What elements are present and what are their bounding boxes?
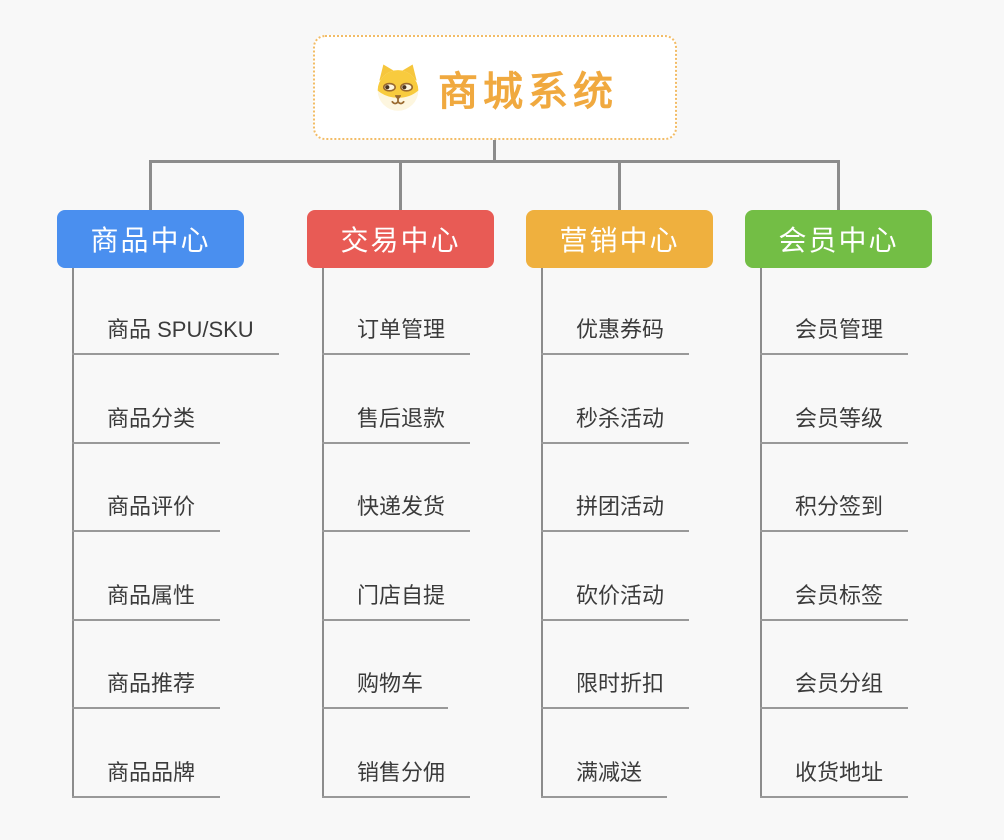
- subtopic-product-attribute[interactable]: 商品属性: [72, 578, 221, 621]
- branch-trade-center[interactable]: 交易中心: [307, 210, 494, 268]
- branch-label: 商品中心: [90, 225, 211, 256]
- branch-child-line-2: [322, 268, 324, 798]
- branch-child-line-4: [760, 268, 762, 798]
- branch-children-product: 商品 SPU/SKU 商品分类 商品评价 商品属性 商品推荐 商品品牌: [72, 266, 332, 798]
- branch-children-marketing: 优惠券码 秒杀活动 拼团活动 砍价活动 限时折扣 满减送: [541, 266, 801, 798]
- branch-children-trade: 订单管理 售后退款 快递发货 门店自提 购物车 销售分佣: [322, 266, 582, 798]
- connector-drop-2: [399, 160, 402, 210]
- subtopic-product-category[interactable]: 商品分类: [72, 401, 221, 444]
- root-topic[interactable]: 商城系统: [313, 35, 677, 140]
- subtopic-limited-time-discount[interactable]: 限时折扣: [541, 666, 690, 710]
- subtopic-full-reduction[interactable]: 满减送: [541, 755, 668, 798]
- subtopic-product-spu-sku[interactable]: 商品 SPU/SKU: [72, 312, 279, 355]
- branch-label: 交易中心: [340, 225, 461, 256]
- subtopic-member-tag[interactable]: 会员标签: [760, 578, 909, 621]
- subtopic-member-level[interactable]: 会员等级: [760, 401, 909, 444]
- subtopic-express-delivery[interactable]: 快递发货: [322, 489, 471, 533]
- subtopic-store-pickup[interactable]: 门店自提: [322, 578, 471, 621]
- subtopic-coupon-code[interactable]: 优惠券码: [541, 312, 690, 355]
- subtopic-product-brand[interactable]: 商品品牌: [72, 755, 221, 798]
- subtopic-sales-commission[interactable]: 销售分佣: [322, 755, 471, 798]
- subtopic-shopping-cart[interactable]: 购物车: [322, 666, 449, 710]
- branch-product-center[interactable]: 商品中心: [57, 210, 244, 268]
- connector-root-stub: [493, 140, 496, 162]
- branch-child-line-3: [541, 268, 543, 798]
- subtopic-group-buy[interactable]: 拼团活动: [541, 489, 690, 533]
- branch-member-center[interactable]: 会员中心: [745, 210, 932, 268]
- branch-children-member: 会员管理 会员等级 积分签到 会员标签 会员分组 收货地址: [760, 266, 1004, 798]
- connector-drop-3: [618, 160, 621, 210]
- root-topic-label: 商城系统: [438, 69, 618, 114]
- branch-label: 会员中心: [778, 225, 899, 256]
- branch-marketing-center[interactable]: 营销中心: [526, 210, 713, 268]
- connector-drop-4: [837, 160, 840, 210]
- connector-drop-1: [149, 160, 152, 210]
- connector-bus: [149, 160, 839, 163]
- subtopic-aftersale-refund[interactable]: 售后退款: [322, 401, 471, 444]
- subtopic-flash-sale[interactable]: 秒杀活动: [541, 401, 690, 444]
- subtopic-product-review[interactable]: 商品评价: [72, 489, 221, 533]
- subtopic-product-recommend[interactable]: 商品推荐: [72, 666, 221, 710]
- subtopic-bargain-activity[interactable]: 砍价活动: [541, 578, 690, 621]
- branch-label: 营销中心: [559, 225, 680, 256]
- subtopic-shipping-address[interactable]: 收货地址: [760, 755, 909, 798]
- subtopic-order-management[interactable]: 订单管理: [322, 312, 471, 355]
- shiba-dog-icon: [372, 62, 424, 114]
- branch-child-line-1: [72, 268, 74, 798]
- subtopic-member-group[interactable]: 会员分组: [760, 666, 909, 710]
- subtopic-member-management[interactable]: 会员管理: [760, 312, 909, 355]
- subtopic-points-checkin[interactable]: 积分签到: [760, 489, 909, 533]
